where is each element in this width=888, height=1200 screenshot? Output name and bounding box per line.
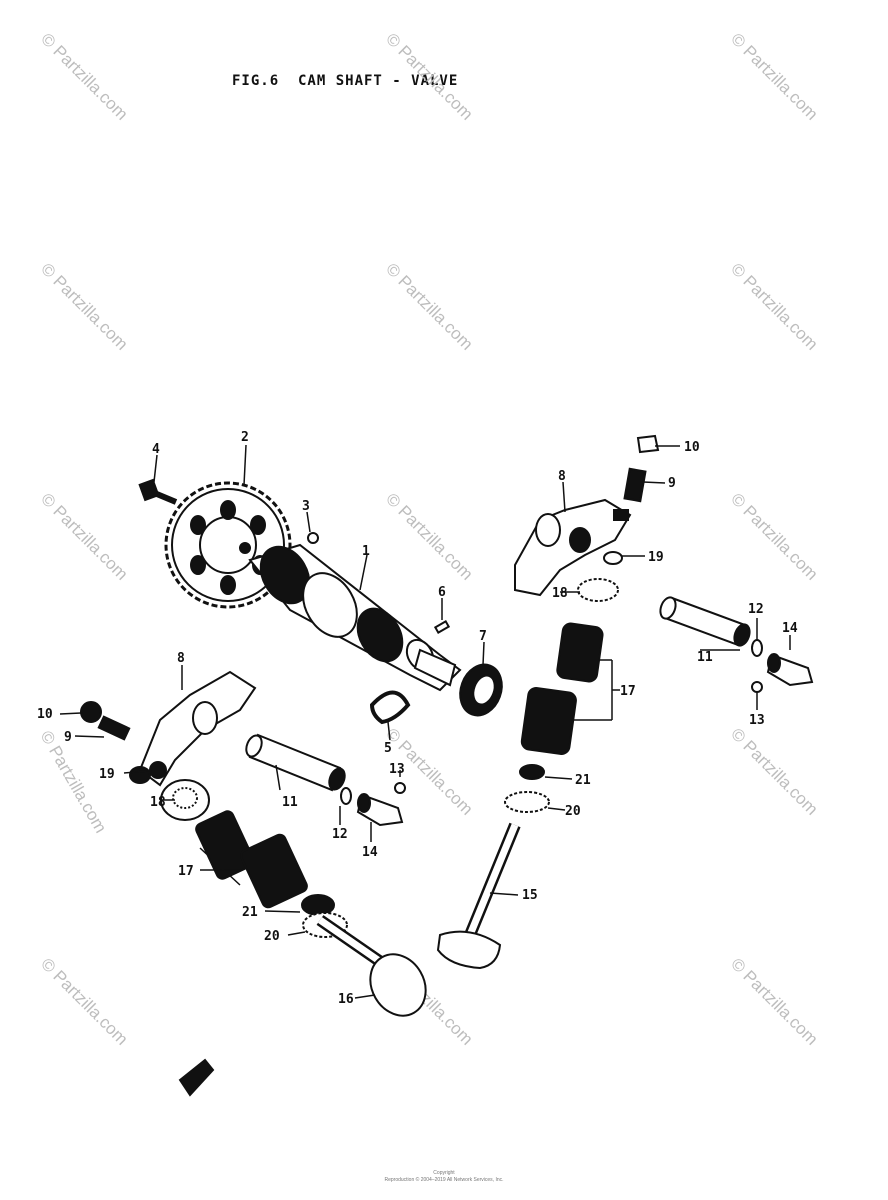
callout-label: 10 [684,440,700,455]
watermark: © Partzilla.com [382,29,476,123]
callout-label: 21 [242,905,258,920]
callout-label: 1 [362,544,370,559]
spacer-right [603,551,623,565]
callout-label: 10 [37,707,53,722]
camshaft [248,543,462,692]
valve-cap-left [160,779,210,821]
callout-label: 9 [668,476,676,491]
callout-label: 14 [362,845,378,860]
callout-label: 17 [178,864,194,879]
ink-blot [178,1058,215,1097]
watermark: © Partzilla.com [727,489,821,583]
rocker-arm-right [514,498,632,597]
valve-springs-right [520,622,604,755]
rocker-shaft-right [659,596,751,647]
callout-label: 6 [438,585,446,600]
callout-label: 5 [384,741,392,756]
watermark: © Partzilla.com [382,489,476,583]
watermark: © Partzilla.com [382,259,476,353]
rocker-arm-left [129,670,257,787]
o-ring-left [340,787,352,805]
callout-label: 8 [558,469,566,484]
rocker-shaft-left [245,733,346,792]
bolt-left [394,782,406,794]
watermark: © Partzilla.com [37,259,131,353]
leader-lines [59,444,791,999]
callout-label: 12 [332,827,348,842]
cam-sprocket [164,481,292,609]
shaft-plug-right [766,653,814,687]
valve-cap-right [577,578,619,602]
callout-label: 3 [302,499,310,514]
callout-label: 7 [479,629,487,644]
oil-seal [459,663,503,717]
spring-retainer-right [519,764,545,780]
exhaust-valve [436,822,521,970]
o-ring-right [751,639,763,657]
camshaft-pin [433,620,451,634]
callout-label: 13 [389,762,405,777]
callout-label: 9 [64,730,72,745]
callout-labels: 1 2 3 4 5 6 7 8 8 9 9 10 10 11 11 12 12 … [37,430,798,1007]
bolt-right [751,681,763,693]
sprocket-bolt [138,478,178,505]
dowel-pin [307,532,319,544]
callout-label: 11 [282,795,298,810]
spring-seat-right [504,791,550,813]
callout-label: 14 [782,621,798,636]
callout-label: 4 [152,442,160,457]
callout-label: 13 [749,713,765,728]
adjusting-screw-left [97,715,131,741]
callout-label: 8 [177,651,185,666]
lock-nut-right [636,434,660,454]
callout-label: 18 [552,586,568,601]
watermark: © Partzilla.com [37,954,131,1048]
adjusting-screw-right [623,467,647,503]
callout-label: 18 [150,795,166,810]
callout-label: 16 [338,992,354,1007]
callout-label: 19 [648,550,664,565]
watermark: © Partzilla.com [727,724,821,818]
retaining-clip [369,690,411,725]
callout-label: 20 [565,804,581,819]
callout-label: 19 [99,767,115,782]
footer-copyright: Copyright [433,1170,455,1176]
intake-valve [316,915,427,1017]
watermark: © Partzilla.com [727,954,821,1048]
callout-label: 15 [522,888,538,903]
watermark: © Partzilla.com [727,259,821,353]
shaft-plug-left [356,793,404,827]
figure-title: FIG.6 CAM SHAFT - VALVE [232,73,459,89]
watermark: © Partzilla.com [727,29,821,123]
callout-label: 11 [697,650,713,665]
callout-label: 20 [264,929,280,944]
callout-label: 12 [748,602,764,617]
callout-label: 17 [620,684,636,699]
watermark: © Partzilla.com [37,489,131,583]
watermark-layer: © Partzilla.com © Partzilla.com © Partzi… [37,29,822,1048]
watermark: © Partzilla.com [37,29,131,123]
callout-label: 21 [575,773,591,788]
lock-nut-left [80,701,102,723]
callout-label: 2 [241,430,249,445]
footer-reproduction: Reproduction © 2004–2019 All Network Ser… [384,1177,504,1183]
spacer-left [149,761,167,779]
spring-retainer-left [301,894,335,916]
